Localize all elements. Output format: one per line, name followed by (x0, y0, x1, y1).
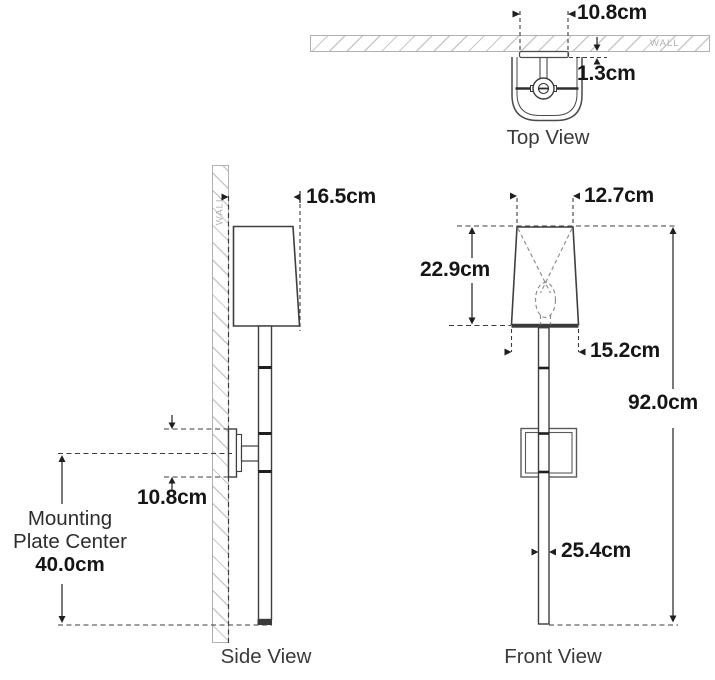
arrow (549, 548, 556, 556)
caption-front-view: Front View (504, 645, 602, 668)
shade-outline-side (232, 225, 301, 327)
arrow (168, 477, 176, 484)
plate-flange-side (235, 433, 243, 473)
mounting-note-line-2: Plate Center (13, 530, 127, 553)
dim-lines-15-2 (510, 329, 580, 352)
arrow (468, 317, 476, 325)
dim-label-shade-bottom-width: 15.2cm (590, 339, 661, 362)
stem-endcap-side (257, 619, 272, 625)
top-view-drawing (511, 10, 607, 122)
arrow (468, 227, 476, 234)
support-arm-side (240, 445, 260, 462)
arrow (58, 616, 66, 623)
mounting-plate-note: Mounting Plate Center 40.0cm (0, 507, 140, 576)
reference-dashes-side (58, 428, 272, 626)
arrow (504, 348, 512, 356)
arrow (573, 192, 580, 200)
arrow (593, 58, 601, 65)
wall-section-top-view (310, 35, 710, 52)
mounting-note-line-1: Mounting (27, 507, 113, 530)
arrow (168, 422, 176, 429)
dim-label-mounting-height: 40.0cm (35, 553, 105, 576)
dim-label-total-height: 92.0cm (628, 391, 699, 414)
wall-label-top: WALL (650, 38, 680, 49)
harp-and-bulb-hidden (517, 228, 573, 325)
front-view-drawing (449, 192, 678, 626)
arrow (593, 44, 601, 51)
dim-label-shade-top-width: 12.7cm (584, 184, 655, 207)
arrow (58, 455, 66, 462)
shade-inner-line-top (516, 57, 578, 116)
caption-top-view: Top View (506, 126, 590, 149)
arrow (578, 348, 586, 356)
stem-joints-side (258, 366, 272, 473)
dim-label-backplate-height: 10.8cm (137, 486, 208, 509)
arrow (669, 227, 677, 234)
dim-lines-10-8-top (519, 11, 569, 56)
arrow (531, 548, 539, 556)
arrow (669, 615, 677, 623)
caption-side-view: Side View (220, 645, 312, 668)
dim-lines-12-7 (516, 198, 574, 224)
dim-label-shade-height: 22.9cm (420, 258, 491, 281)
arrow (293, 193, 301, 201)
arrow (221, 193, 229, 201)
arrow (568, 10, 576, 18)
side-view-drawing (58, 191, 301, 643)
shade-bottom-rim (511, 324, 579, 328)
arrow (510, 192, 517, 200)
dim-label-wall-offset: 1.3cm (577, 62, 636, 85)
dim-label-backplate-front: 25.4cm (561, 539, 632, 562)
stem-front (537, 327, 550, 625)
shade-outline-front (510, 226, 580, 326)
stem-joints-front (538, 366, 549, 474)
dim-label-backplate-width: 10.8cm (577, 1, 648, 24)
arrow (512, 10, 520, 18)
backplate-top (518, 50, 570, 59)
dim-label-extension-depth: 16.5cm (306, 185, 377, 208)
